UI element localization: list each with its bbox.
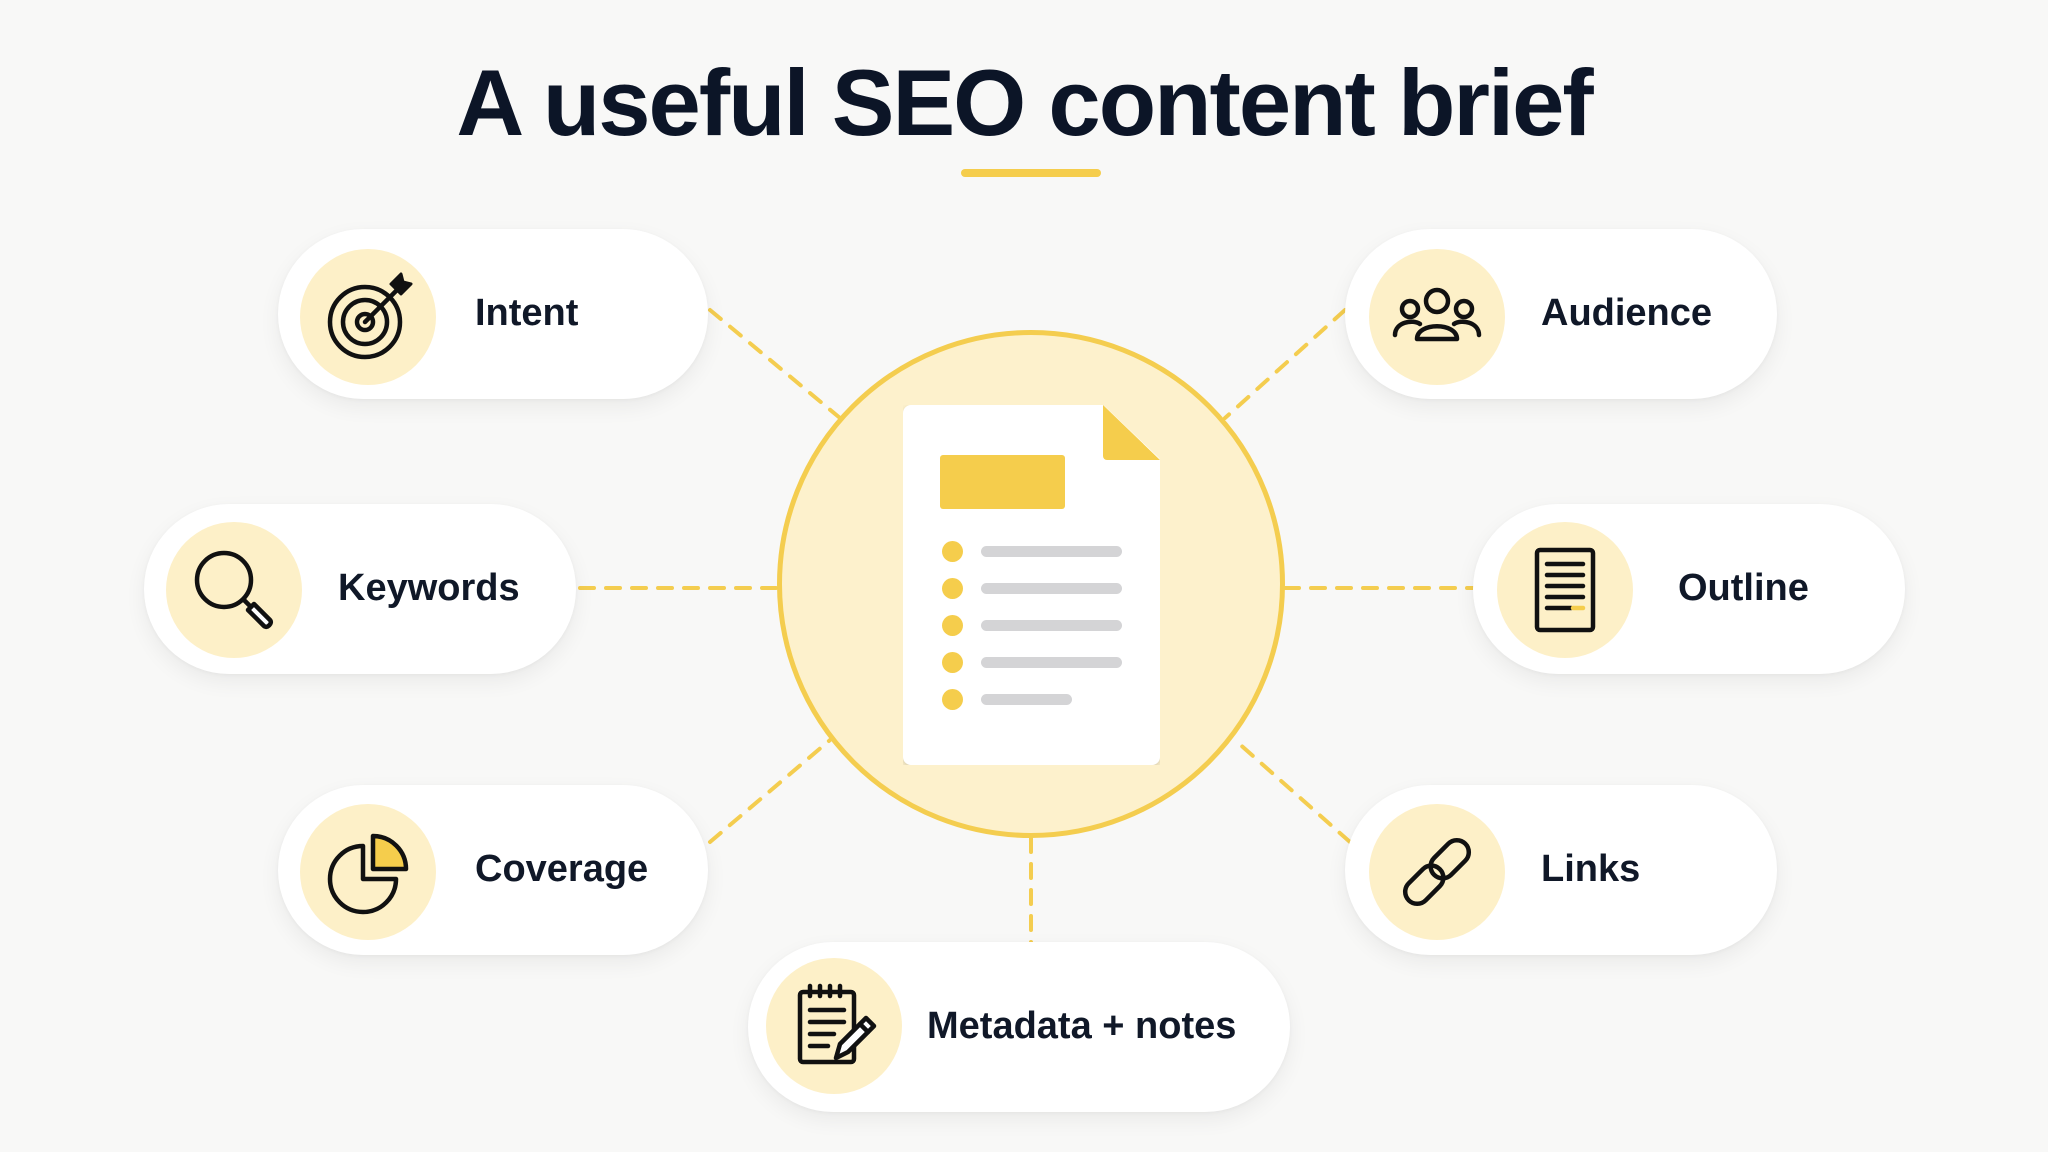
document-text-line [981,546,1122,557]
node-intent-label: Intent [475,292,579,334]
chain-link-icon [1402,837,1472,907]
node-keywords-label: Keywords [338,567,520,609]
document-text-line [981,694,1072,705]
document-header-bar [940,455,1065,509]
page-title: A useful SEO content brief [456,50,1593,155]
connector-intent [708,308,842,420]
node-metadata-label: Metadata + notes [927,1005,1237,1047]
connector-audience [1223,308,1347,420]
connector-coverage [708,738,832,844]
node-outline-label: Outline [1678,567,1809,609]
node-audience-icon-badge [1369,249,1505,385]
node-coverage-label: Coverage [475,848,649,890]
node-keywords-icon-badge [166,522,302,658]
outline-document-icon [1534,547,1596,633]
document-text-line [981,620,1122,631]
document-bullet [942,578,963,599]
node-metadata-icon-badge [766,958,902,1094]
node-audience-label: Audience [1541,292,1713,334]
node-intent-icon-badge [300,249,436,385]
notepad-pencil-icon [797,983,877,1065]
document-bullet [942,652,963,673]
people-icon [1392,287,1482,342]
node-links-icon-badge [1369,804,1505,940]
document-bullet [942,615,963,636]
target-icon [327,272,413,360]
title-underline [961,169,1101,177]
node-coverage-icon-badge [300,804,436,940]
magnifier-icon [194,550,273,629]
document-text-line [981,583,1122,594]
document-text-line [981,657,1122,668]
node-links-label: Links [1541,848,1641,890]
node-outline-icon-badge [1497,522,1633,658]
pie-chart-icon [327,833,409,915]
connector-links [1233,738,1352,844]
document-bullet [942,689,963,710]
document-bullet [942,541,963,562]
